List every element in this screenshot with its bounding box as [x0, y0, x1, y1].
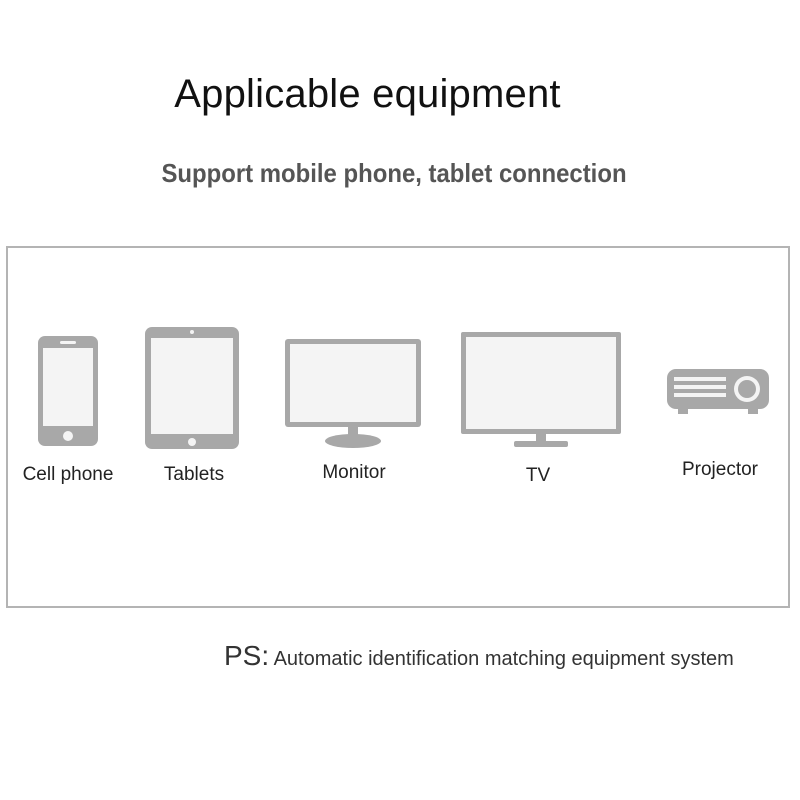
device-label-cell-phone: Cell phone: [22, 464, 114, 485]
ps-note-text: Automatic identification matching equipm…: [273, 648, 734, 670]
equipment-panel: [6, 246, 790, 608]
page-title: Applicable equipment: [174, 72, 561, 116]
ps-prefix: PS:: [224, 640, 270, 671]
projector-icon: [667, 369, 769, 414]
device-label-tablets: Tablets: [163, 464, 225, 485]
tv-icon: [461, 332, 621, 447]
device-label-monitor: Monitor: [322, 462, 386, 483]
tablet-icon: [145, 327, 239, 449]
page-subtitle: Support mobile phone, tablet connection: [161, 158, 627, 188]
cell-phone-icon: [38, 336, 98, 446]
monitor-icon: [285, 339, 421, 448]
device-label-tv: TV: [525, 465, 551, 486]
device-label-projector: Projector: [681, 459, 759, 480]
ps-note: PS: Automatic identification matching eq…: [224, 640, 734, 672]
